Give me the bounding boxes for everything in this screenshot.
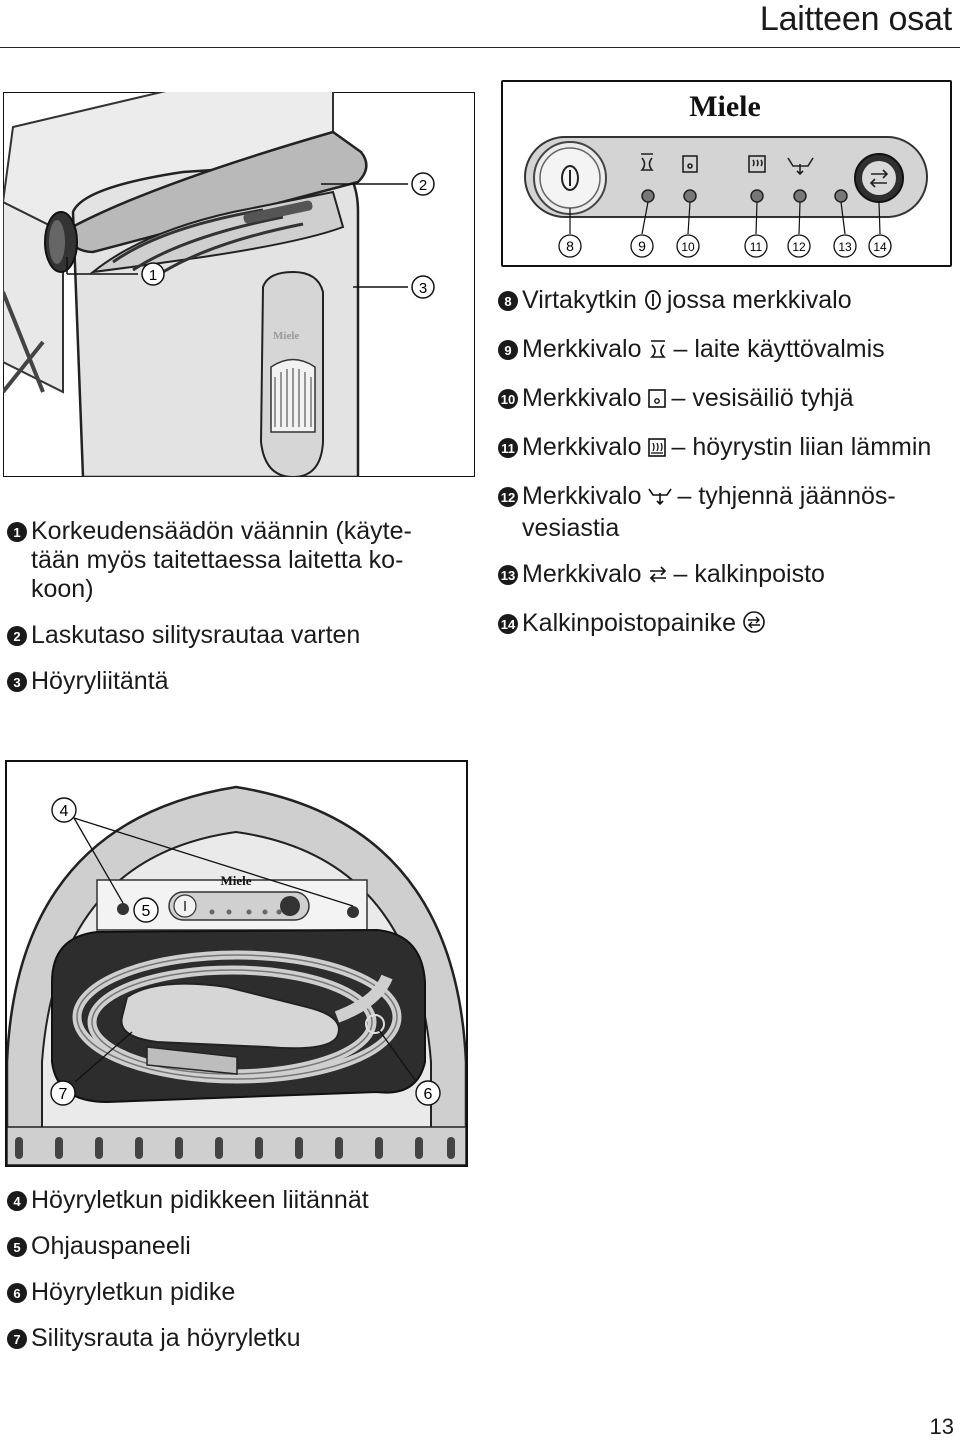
legend-text: Höyryletkun pidike [31,1278,467,1307]
water-tank-icon [647,387,667,416]
tray-legend: 4 Höyryletkun pidikkeen liitännät 5 Ohja… [7,1186,467,1370]
legend-label: Merkkivalo [522,384,641,412]
svg-text:8: 8 [566,238,574,254]
legend-number: 12 [498,487,518,507]
legend-label: Merkkivalo [522,482,641,510]
svg-text:4: 4 [60,803,69,820]
control-panel-figure: Miele [501,80,952,267]
machine-callout-3: 3 [412,276,434,298]
tray-callout-7: 7 [51,1081,75,1105]
legend-description: – vesisäiliö tyhjä [671,384,853,412]
svg-text:12: 12 [792,240,806,254]
legend-text: Höyryletkun pidikkeen liitännät [31,1186,467,1215]
legend-item-10: 10 Merkkivalo – vesisäiliö tyhjä [498,384,958,416]
drain-icon [647,485,673,514]
legend-number: 4 [7,1191,27,1211]
legend-item-12: 12 Merkkivalo– tyhjennä jäännös-vesiasti… [498,482,958,543]
panel-callout-11: 11 [745,235,767,257]
overheat-icon [647,436,667,465]
legend-number: 6 [7,1283,27,1303]
legend-number: 8 [498,291,518,311]
legend-description: – höyrystin liian lämmin [671,433,931,461]
legend-item-3: 3 Höyryliitäntä [7,667,427,696]
legend-number: 13 [498,565,518,585]
machine-callout-1: 1 [142,263,164,285]
legend-description: – laite käyttövalmis [673,335,884,363]
svg-text:10: 10 [681,240,695,254]
legend-item-7: 7 Silitysrauta ja höyryletku [7,1324,467,1353]
legend-label: Merkkivalo [522,433,641,461]
steam-ready-icon [647,338,669,367]
panel-brand-logo: Miele [689,90,761,123]
svg-text:5: 5 [142,903,151,920]
panel-callout-13: 13 [834,235,856,257]
legend-item-6: 6 Höyryletkun pidike [7,1278,467,1307]
panel-callout-12: 12 [788,235,810,257]
legend-item-11: 11 Merkkivalo – höyrystin liian lämmin [498,433,958,465]
legend-description: – kalkinpoisto [673,560,824,588]
legend-number: 3 [7,672,27,692]
hose-tray-figure: Miele [5,760,468,1167]
legend-number: 5 [7,1237,27,1257]
descale-button-icon [742,610,766,641]
svg-text:7: 7 [59,1086,68,1103]
panel-callout-8: 8 [559,235,581,257]
legend-label: Merkkivalo [522,335,641,363]
panel-callout-9: 9 [631,235,653,257]
machine-brand: Miele [273,330,299,342]
panel-callout-14: 14 [869,235,891,257]
legend-number: 11 [498,438,518,458]
legend-label: Virtakytkin [522,286,637,314]
legend-item-9: 9 Merkkivalo – laite käyttövalmis [498,335,958,367]
legend-item-4: 4 Höyryletkun pidikkeen liitännät [7,1186,467,1215]
legend-text: Höyryliitäntä [31,667,427,696]
svg-text:6: 6 [424,1086,433,1103]
power-icon [643,289,663,318]
title-divider [0,47,960,48]
machine-callout-2: 2 [412,173,434,195]
svg-text:1: 1 [149,267,157,284]
machine-legend: 1 Korkeudensäädön väännin (käyte-tään my… [7,517,427,713]
page-title: Laitteen osat [760,0,952,40]
tray-brand-logo: Miele [220,873,251,888]
legend-text: Laskutaso silitysrautaa varten [31,621,427,650]
machine-figure: Miele 1 2 3 [3,92,475,477]
legend-number: 9 [498,340,518,360]
svg-text:11: 11 [750,240,763,254]
legend-text: Korkeudensäädön väännin (käyte-tään myös… [31,517,427,604]
legend-item-14: 14 Kalkinpoistopainike [498,609,958,641]
page-number: 13 [930,1414,954,1440]
svg-text:9: 9 [638,238,646,254]
legend-item-2: 2 Laskutaso silitysrautaa varten [7,621,427,650]
legend-item-13: 13 Merkkivalo – kalkinpoisto [498,560,958,592]
legend-number: 14 [498,614,518,634]
legend-label: Merkkivalo [522,560,641,588]
legend-number: 10 [498,389,518,409]
legend-item-5: 5 Ohjauspaneeli [7,1232,467,1261]
tray-callout-5: 5 [134,898,158,922]
legend-number: 1 [7,522,27,542]
legend-text: Silitysrauta ja höyryletku [31,1324,467,1353]
descale-icon [647,563,669,592]
legend-text: Ohjauspaneeli [31,1232,467,1261]
legend-description: jossa merkkivalo [667,286,852,314]
svg-text:2: 2 [419,177,427,194]
legend-number: 7 [7,1329,27,1349]
tray-callout-6: 6 [416,1081,440,1105]
legend-label: Kalkinpoistopainike [522,609,736,637]
tray-callout-4: 4 [52,798,76,822]
legend-number: 2 [7,626,27,646]
panel-callout-10: 10 [677,235,699,257]
legend-item-1: 1 Korkeudensäädön väännin (käyte-tään my… [7,517,427,604]
svg-text:3: 3 [419,280,427,297]
legend-item-8: 8 Virtakytkin jossa merkkivalo [498,286,958,318]
svg-text:14: 14 [873,240,887,254]
panel-legend: 8 Virtakytkin jossa merkkivalo 9 Merkkiva… [498,286,958,658]
svg-text:13: 13 [838,240,852,254]
